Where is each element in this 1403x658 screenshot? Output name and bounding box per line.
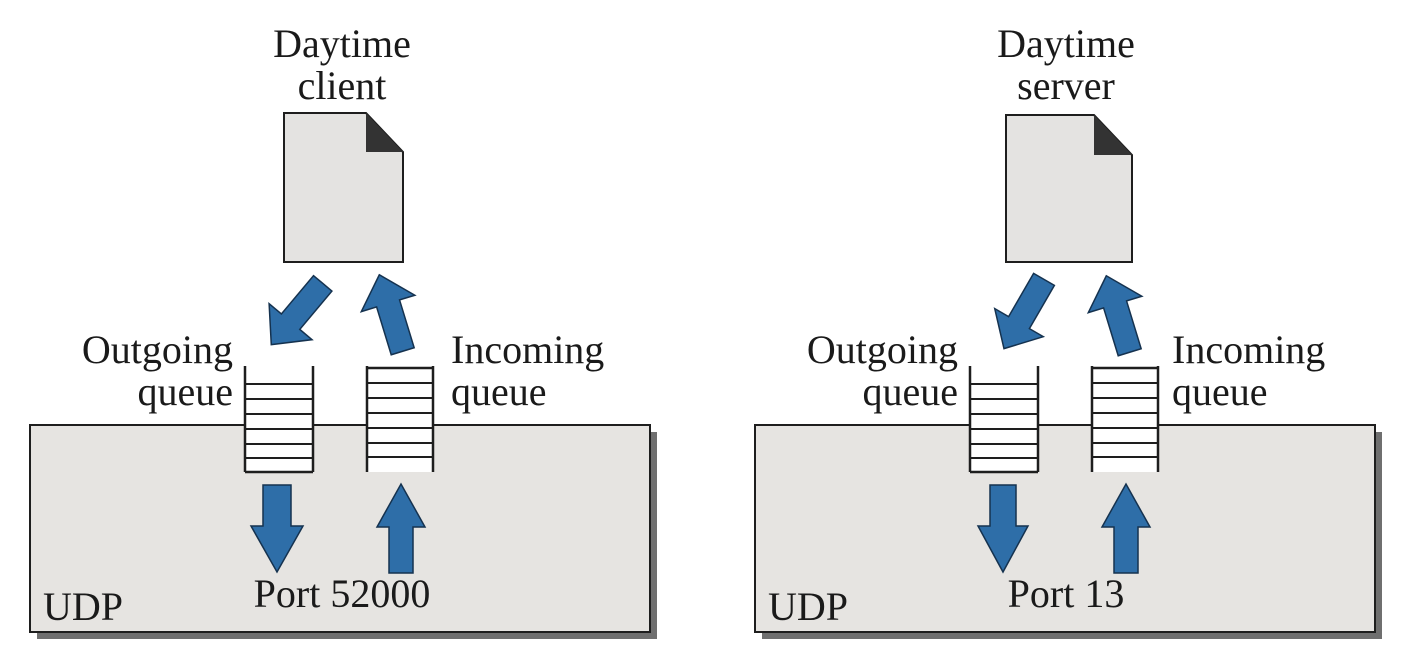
server-incoming-label-line2: queue bbox=[1172, 369, 1268, 414]
client-app-label-line1: Daytime bbox=[273, 21, 411, 66]
server-document-icon bbox=[1005, 114, 1133, 263]
client-udp-box bbox=[29, 424, 651, 633]
server-arrow-port-to-incoming bbox=[1100, 482, 1152, 574]
server-outgoing-label-line2: queue bbox=[862, 369, 958, 414]
client-incoming-queue bbox=[365, 366, 435, 472]
client-incoming-label-line2: queue bbox=[451, 369, 547, 414]
server-incoming-queue bbox=[1090, 366, 1160, 472]
client-arrow-outgoing-to-port bbox=[249, 484, 305, 574]
client-outgoing-label-line1: Outgoing bbox=[82, 327, 233, 372]
server-outgoing-queue bbox=[968, 366, 1040, 474]
server-side: Daytime server Outgoing queue Incoming q… bbox=[754, 21, 1382, 639]
client-udp-label: UDP bbox=[43, 584, 123, 629]
client-outgoing-queue bbox=[243, 366, 315, 474]
client-outgoing-label-line2: queue bbox=[137, 369, 233, 414]
client-arrow-app-to-outgoing bbox=[268, 274, 333, 346]
server-port-label: Port 13 bbox=[1008, 571, 1125, 616]
server-udp-box bbox=[754, 424, 1376, 633]
server-app-label-line1: Daytime bbox=[997, 21, 1135, 66]
server-incoming-label-line1: Incoming bbox=[1172, 327, 1325, 372]
server-app-label-line2: server bbox=[1017, 63, 1115, 108]
server-arrow-outgoing-to-port bbox=[976, 484, 1030, 574]
client-incoming-label-line1: Incoming bbox=[451, 327, 604, 372]
client-side: Daytime client Outgoing queue Incoming q… bbox=[29, 21, 657, 639]
server-outgoing-label-line1: Outgoing bbox=[807, 327, 958, 372]
client-arrow-port-to-incoming bbox=[375, 482, 427, 574]
client-arrow-incoming-to-app bbox=[359, 273, 417, 356]
client-port-label: Port 52000 bbox=[254, 571, 431, 616]
client-app-label-line2: client bbox=[298, 63, 387, 108]
server-udp-label: UDP bbox=[768, 584, 848, 629]
server-arrow-app-to-outgoing bbox=[993, 272, 1056, 350]
client-document-icon bbox=[283, 112, 404, 263]
server-arrow-incoming-to-app bbox=[1086, 274, 1144, 357]
